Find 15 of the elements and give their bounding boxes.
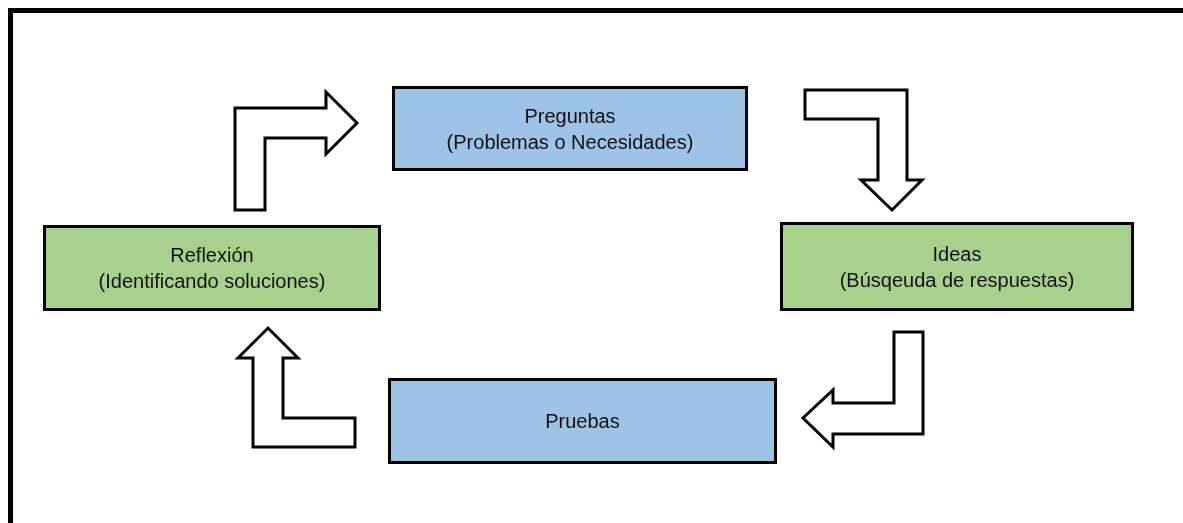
block-arrow <box>234 325 357 449</box>
process-box <box>43 225 381 311</box>
box-subtitle: (Problemas o Necesidades) <box>446 129 694 155</box>
block-arrow <box>803 88 926 213</box>
block-arrow <box>233 88 360 212</box>
box-title: Ideas <box>932 241 982 267</box>
box-title: Preguntas <box>524 103 616 129</box>
block-arrow <box>800 330 925 451</box>
process-box <box>388 378 777 464</box>
process-box <box>780 222 1134 311</box>
box-subtitle: (Búsqeuda de respuestas) <box>839 267 1075 293</box>
box-title: Pruebas <box>545 409 620 434</box>
box-subtitle: (Identificando soluciones) <box>98 269 326 294</box>
box-title: Reflexión <box>170 243 254 268</box>
process-box <box>392 86 748 171</box>
